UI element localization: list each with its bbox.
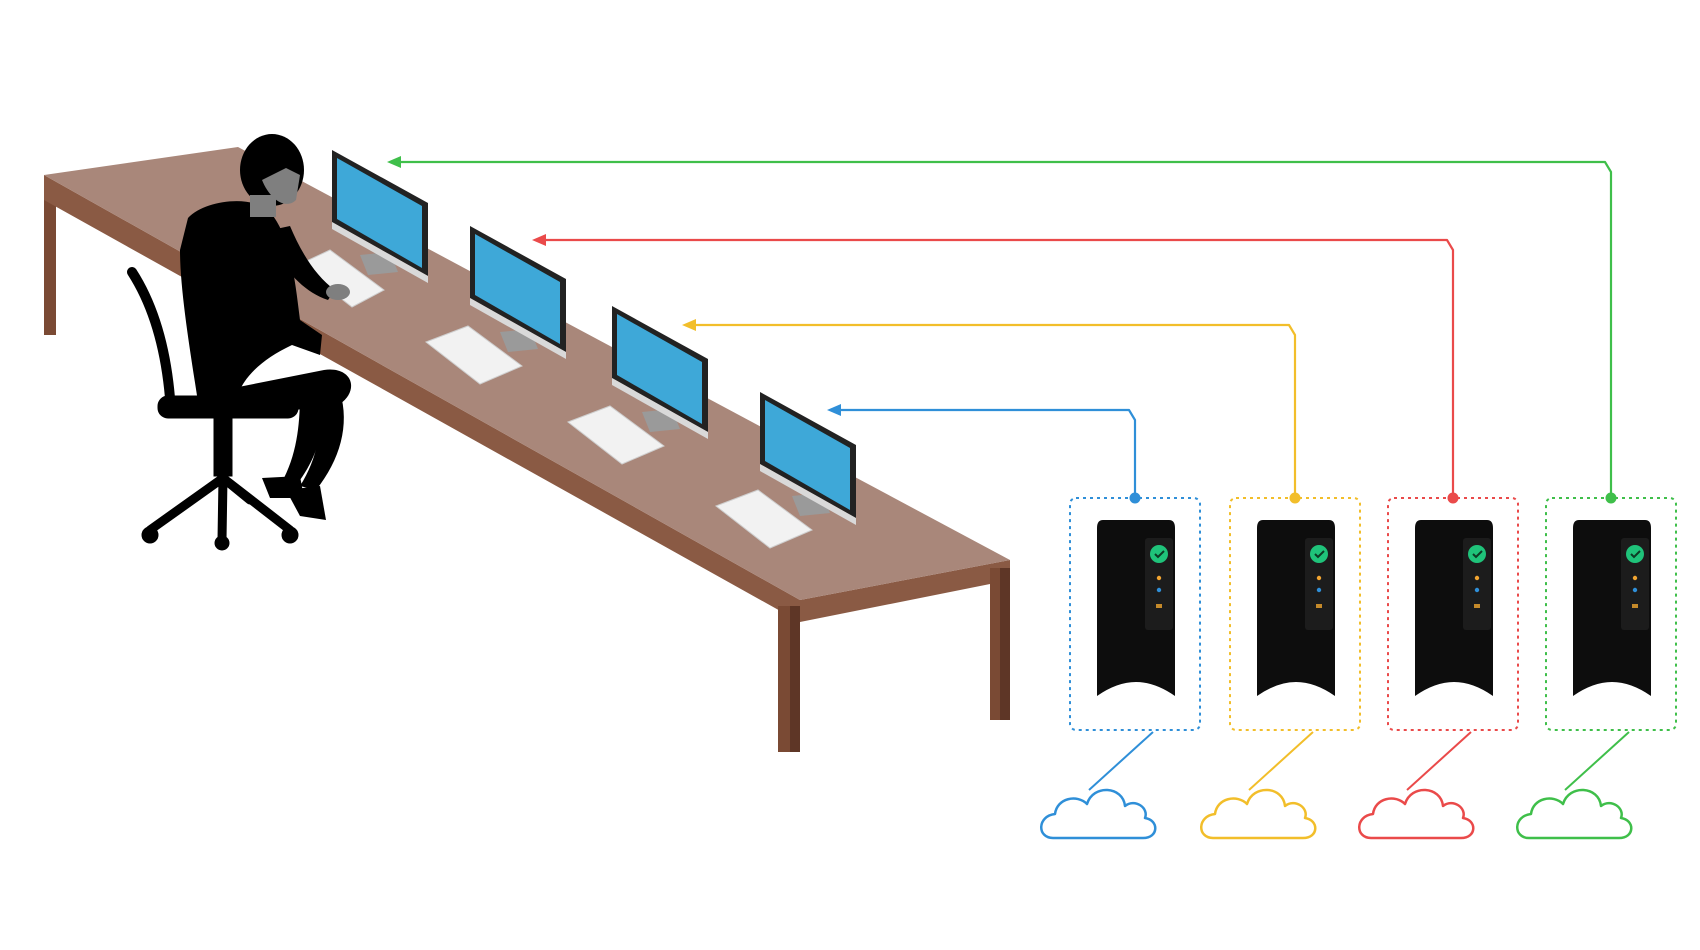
keyboard bbox=[714, 489, 813, 549]
server-panel bbox=[1621, 538, 1649, 630]
port-icon bbox=[1474, 604, 1480, 608]
server-frame bbox=[1545, 497, 1677, 731]
checkmark-icon bbox=[1314, 550, 1325, 559]
connection-line-red bbox=[546, 238, 1455, 498]
monitor-chin bbox=[470, 298, 566, 359]
status-check-icon bbox=[1468, 545, 1486, 563]
cloud-link-red bbox=[1406, 731, 1472, 791]
port-icon bbox=[1632, 604, 1638, 608]
monitor-screen bbox=[475, 234, 560, 344]
servers bbox=[1069, 497, 1677, 731]
server-red bbox=[1387, 497, 1519, 731]
monitor-4 bbox=[760, 392, 856, 525]
checkmark-icon bbox=[1472, 550, 1483, 559]
server-panel bbox=[1145, 538, 1173, 630]
server-yellow bbox=[1229, 497, 1361, 731]
cloud-link-green bbox=[1564, 731, 1630, 791]
monitor-screen bbox=[765, 400, 850, 510]
cloud-icon bbox=[1200, 788, 1317, 840]
led-blue-icon bbox=[1156, 587, 1162, 593]
checkmark-icon bbox=[1154, 550, 1165, 559]
monitor-screen bbox=[617, 314, 702, 424]
cloud-icon bbox=[1516, 788, 1633, 840]
status-check-icon bbox=[1150, 545, 1168, 563]
arrowhead-icon bbox=[827, 404, 841, 416]
server-frame bbox=[1387, 497, 1519, 731]
cloud-icon bbox=[1040, 788, 1157, 840]
led-blue-icon bbox=[1316, 587, 1322, 593]
led-orange-icon bbox=[1474, 575, 1480, 581]
desk-leg-front-shadow bbox=[790, 606, 800, 752]
server-blue bbox=[1069, 497, 1201, 731]
cloud-link-yellow bbox=[1248, 731, 1314, 791]
connection-line-yellow bbox=[696, 323, 1297, 498]
checkmark-icon bbox=[1630, 550, 1641, 559]
desk-top bbox=[44, 147, 1010, 600]
led-orange-icon bbox=[1632, 575, 1638, 581]
led-blue-icon bbox=[1632, 587, 1638, 593]
desk-leg-back-left bbox=[44, 185, 56, 335]
clouds bbox=[1040, 731, 1633, 840]
server-frame bbox=[1069, 497, 1201, 731]
arrowhead-icon bbox=[532, 234, 546, 246]
connection-line-blue bbox=[841, 408, 1137, 498]
keyboard bbox=[566, 405, 665, 465]
server-panel bbox=[1463, 538, 1491, 630]
monitors bbox=[297, 150, 856, 549]
connection-lines bbox=[387, 156, 1617, 504]
monitor-2 bbox=[470, 226, 566, 359]
port-icon bbox=[1316, 604, 1322, 608]
monitor-1 bbox=[332, 150, 428, 283]
monitor-chin bbox=[332, 222, 428, 283]
connection-line-green bbox=[401, 160, 1613, 498]
arrowhead-icon bbox=[387, 156, 401, 168]
monitor-chin bbox=[612, 378, 708, 439]
led-blue-icon bbox=[1474, 587, 1480, 593]
server-green bbox=[1545, 497, 1677, 731]
keyboard-2 bbox=[424, 325, 523, 385]
cloud-link-blue bbox=[1088, 731, 1154, 791]
keyboard-3 bbox=[566, 405, 665, 465]
status-check-icon bbox=[1310, 545, 1328, 563]
keyboard-4 bbox=[714, 489, 813, 549]
desk-leg-right-shadow bbox=[1000, 568, 1010, 720]
person-at-desk-silhouette bbox=[180, 134, 352, 520]
server-frame bbox=[1229, 497, 1361, 731]
status-check-icon bbox=[1626, 545, 1644, 563]
server-panel bbox=[1305, 538, 1333, 630]
monitor-screen bbox=[337, 158, 422, 268]
monitor-chin bbox=[760, 464, 856, 525]
led-orange-icon bbox=[1156, 575, 1162, 581]
led-orange-icon bbox=[1316, 575, 1322, 581]
keyboard bbox=[424, 325, 523, 385]
cloud-icon bbox=[1358, 788, 1475, 840]
monitor-3 bbox=[612, 306, 708, 439]
port-icon bbox=[1156, 604, 1162, 608]
arrowhead-icon bbox=[682, 319, 696, 331]
